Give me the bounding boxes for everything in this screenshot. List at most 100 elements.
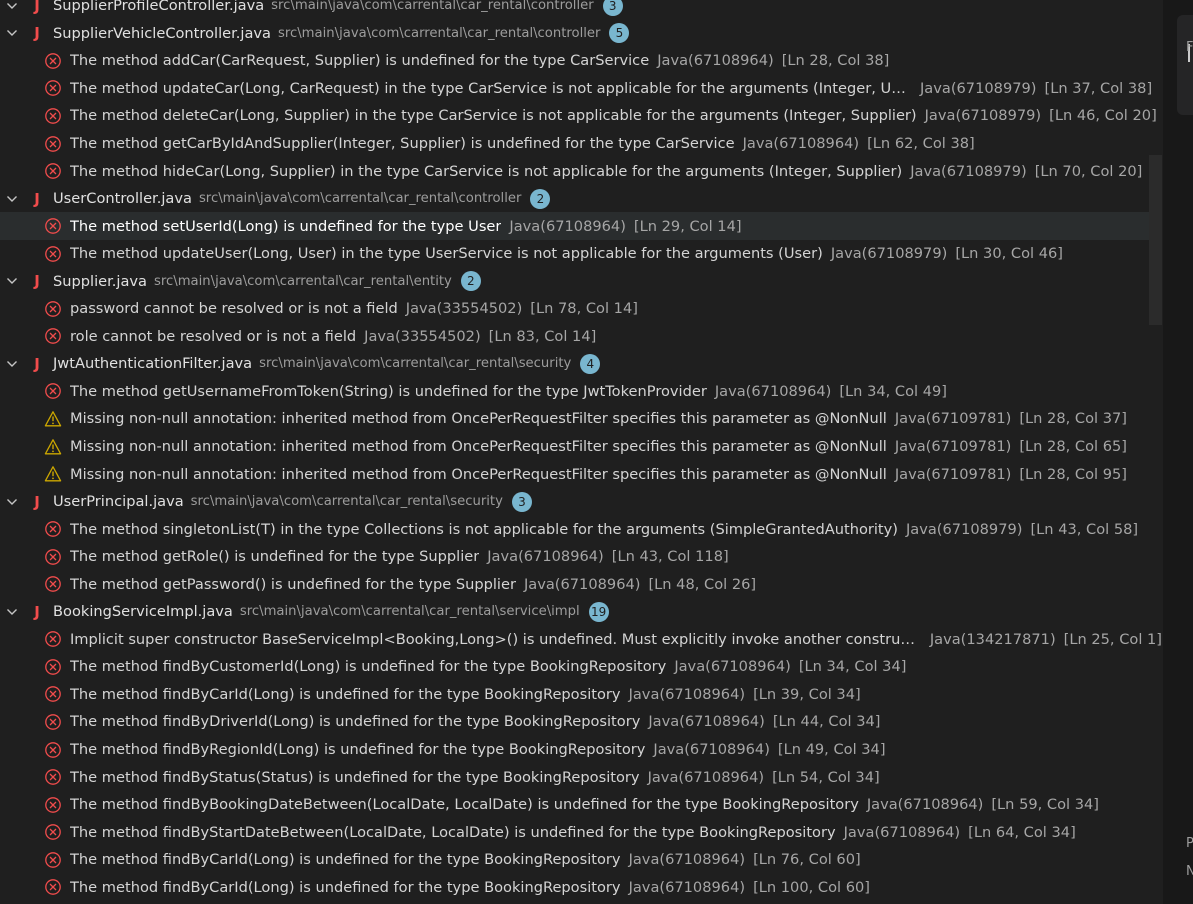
error-item[interactable]: The method findByStartDateBetween(LocalD… bbox=[0, 818, 1162, 846]
error-item[interactable]: The method updateCar(Long, CarRequest) i… bbox=[0, 75, 1162, 103]
problem-message: The method getCarByIdAndSupplier(Integer… bbox=[70, 135, 735, 152]
problem-count-badge: 2 bbox=[460, 271, 481, 292]
error-item[interactable]: The method findByBookingDateBetween(Loca… bbox=[0, 791, 1162, 819]
file-name: JwtAuthenticationFilter.java bbox=[53, 355, 253, 373]
warning-item[interactable]: Missing non-null annotation: inherited m… bbox=[0, 433, 1162, 461]
error-item[interactable]: The method findByStatus(Status) is undef… bbox=[0, 763, 1162, 791]
file-path: src\main\java\com\carrental\car_rental\e… bbox=[154, 273, 452, 289]
problem-message: The method findByCarId(Long) is undefine… bbox=[70, 878, 621, 896]
error-item[interactable]: role cannot be resolved or is not a fiel… bbox=[0, 323, 1162, 351]
side-panel-letter-top: F bbox=[1186, 40, 1193, 55]
chevron-down-icon[interactable] bbox=[5, 26, 19, 40]
error-item[interactable]: The method findByRegionId(Long) is undef… bbox=[0, 736, 1162, 764]
problem-location: [Ln 28, Col 37] bbox=[1019, 410, 1127, 428]
error-item[interactable]: The method singletonList(T) in the type … bbox=[0, 515, 1162, 543]
error-circle-icon bbox=[44, 796, 62, 814]
problem-source: Java(67108979) bbox=[830, 245, 948, 263]
error-circle-icon bbox=[44, 658, 62, 676]
chevron-down-icon[interactable] bbox=[5, 192, 19, 206]
chevron-down-icon[interactable] bbox=[5, 274, 19, 288]
problem-location: [Ln 39, Col 34] bbox=[753, 685, 861, 703]
error-circle-icon bbox=[44, 52, 62, 70]
problem-location: [Ln 76, Col 60] bbox=[753, 851, 861, 869]
error-circle-icon bbox=[44, 300, 62, 318]
problem-location: [Ln 48, Col 26] bbox=[648, 575, 757, 593]
problem-source: Java(33554502) bbox=[364, 327, 481, 345]
error-item[interactable]: password cannot be resolved or is not a … bbox=[0, 295, 1162, 323]
problem-location: [Ln 44, Col 34] bbox=[772, 713, 881, 731]
problem-message: The method deleteCar(Long, Supplier) in … bbox=[70, 107, 917, 125]
warning-item[interactable]: Missing non-null annotation: inherited m… bbox=[0, 460, 1162, 488]
problem-message: The method findByStatus(Status) is undef… bbox=[70, 768, 640, 786]
error-circle-icon bbox=[44, 575, 62, 593]
error-item[interactable]: The method findByCustomerId(Long) is und… bbox=[0, 653, 1162, 681]
problem-source: Java(67108964) bbox=[628, 878, 746, 896]
file-group-row[interactable]: J UserController.java src\main\java\com\ca… bbox=[0, 185, 1162, 213]
error-item[interactable]: The method findByCarId(Long) is undefine… bbox=[0, 874, 1162, 902]
problem-message: The method findByRegionId(Long) is undef… bbox=[70, 741, 646, 759]
error-item[interactable]: The method deleteCar(Long, Supplier) in … bbox=[0, 102, 1162, 130]
file-path: src\main\java\com\carrental\car_rental\s… bbox=[190, 494, 503, 510]
problem-location: [Ln 62, Col 38] bbox=[867, 135, 975, 152]
problem-count-badge: 19 bbox=[588, 601, 609, 622]
problem-message: The method findByDriverId(Long) is undef… bbox=[70, 713, 641, 731]
problem-message: The method getUsernameFromToken(String) … bbox=[70, 382, 707, 400]
error-item[interactable]: The method getPassword() is undefined fo… bbox=[0, 570, 1162, 598]
error-circle-icon bbox=[44, 548, 62, 566]
error-item[interactable]: The method findByCarId(Long) is undefine… bbox=[0, 681, 1162, 709]
problem-message: The method updateUser(Long, User) in the… bbox=[70, 245, 823, 263]
chevron-down-icon[interactable] bbox=[5, 0, 19, 13]
problem-count-badge: 2 bbox=[530, 188, 551, 209]
problem-message: Missing non-null annotation: inherited m… bbox=[70, 410, 887, 428]
problem-message: password cannot be resolved or is not a … bbox=[70, 300, 398, 318]
side-panel-letter-2: N bbox=[1186, 864, 1193, 879]
error-item[interactable]: The method setUserId(Long) is undefined … bbox=[0, 212, 1162, 240]
problem-source: Java(33554502) bbox=[405, 300, 523, 318]
error-item[interactable]: The method addCar(CarRequest, Supplier) … bbox=[0, 47, 1162, 75]
problem-message: The method singletonList(T) in the type … bbox=[70, 520, 898, 538]
error-item[interactable]: The method hideCar(Long, Supplier) in th… bbox=[0, 157, 1162, 185]
file-name: UserController.java bbox=[53, 190, 192, 208]
problem-message: Implicit super constructor BaseServiceIm… bbox=[70, 630, 922, 648]
problem-source: Java(67108964) bbox=[843, 823, 961, 841]
problem-message: Missing non-null annotation: inherited m… bbox=[70, 438, 887, 456]
problem-source: Java(67108964) bbox=[523, 575, 641, 593]
error-item[interactable]: The method updateUser(Long, User) in the… bbox=[0, 240, 1162, 268]
chevron-down-icon[interactable] bbox=[5, 357, 19, 371]
error-item[interactable]: The method getUsernameFromToken(String) … bbox=[0, 378, 1162, 406]
file-name: Supplier.java bbox=[53, 272, 148, 290]
problem-message: The method updateCar(Long, CarRequest) i… bbox=[70, 79, 912, 97]
error-circle-icon bbox=[44, 245, 62, 263]
error-item[interactable]: The method getCarByIdAndSupplier(Integer… bbox=[0, 130, 1162, 158]
error-item[interactable]: The method getRole() is undefined for th… bbox=[0, 543, 1162, 571]
error-item[interactable]: The method findByCarId(Long) is undefine… bbox=[0, 846, 1162, 874]
problem-source: Java(67108979) bbox=[905, 520, 1023, 538]
problem-message: The method addCar(CarRequest, Supplier) … bbox=[70, 52, 650, 70]
problems-scrollbar[interactable] bbox=[1149, 155, 1162, 325]
warning-item[interactable]: Missing non-null annotation: inherited m… bbox=[0, 405, 1162, 433]
problem-source: Java(67108979) bbox=[920, 79, 1037, 97]
problem-location: [Ln 29, Col 14] bbox=[633, 217, 742, 235]
file-path: src\main\java\com\carrental\car_rental\c… bbox=[198, 191, 522, 207]
java-file-icon: J bbox=[34, 189, 40, 208]
java-file-icon: J bbox=[34, 492, 40, 511]
error-circle-icon bbox=[44, 520, 62, 538]
error-item[interactable]: Implicit super constructor BaseServiceIm… bbox=[0, 626, 1162, 654]
problem-source: Java(67109781) bbox=[894, 438, 1012, 456]
error-circle-icon bbox=[44, 135, 62, 153]
error-item[interactable]: The method findByDriverId(Long) is undef… bbox=[0, 708, 1162, 736]
side-input-card[interactable] bbox=[1177, 15, 1193, 115]
chevron-down-icon[interactable] bbox=[5, 495, 19, 509]
chevron-down-icon[interactable] bbox=[5, 605, 19, 619]
file-name: BookingServiceImpl.java bbox=[53, 603, 233, 621]
java-file-icon: J bbox=[34, 602, 40, 621]
file-path: src\main\java\com\carrental\car_rental\c… bbox=[277, 25, 601, 41]
problem-location: [Ln 43, Col 58] bbox=[1030, 520, 1139, 538]
file-name: SupplierProfileController.java bbox=[53, 0, 265, 15]
